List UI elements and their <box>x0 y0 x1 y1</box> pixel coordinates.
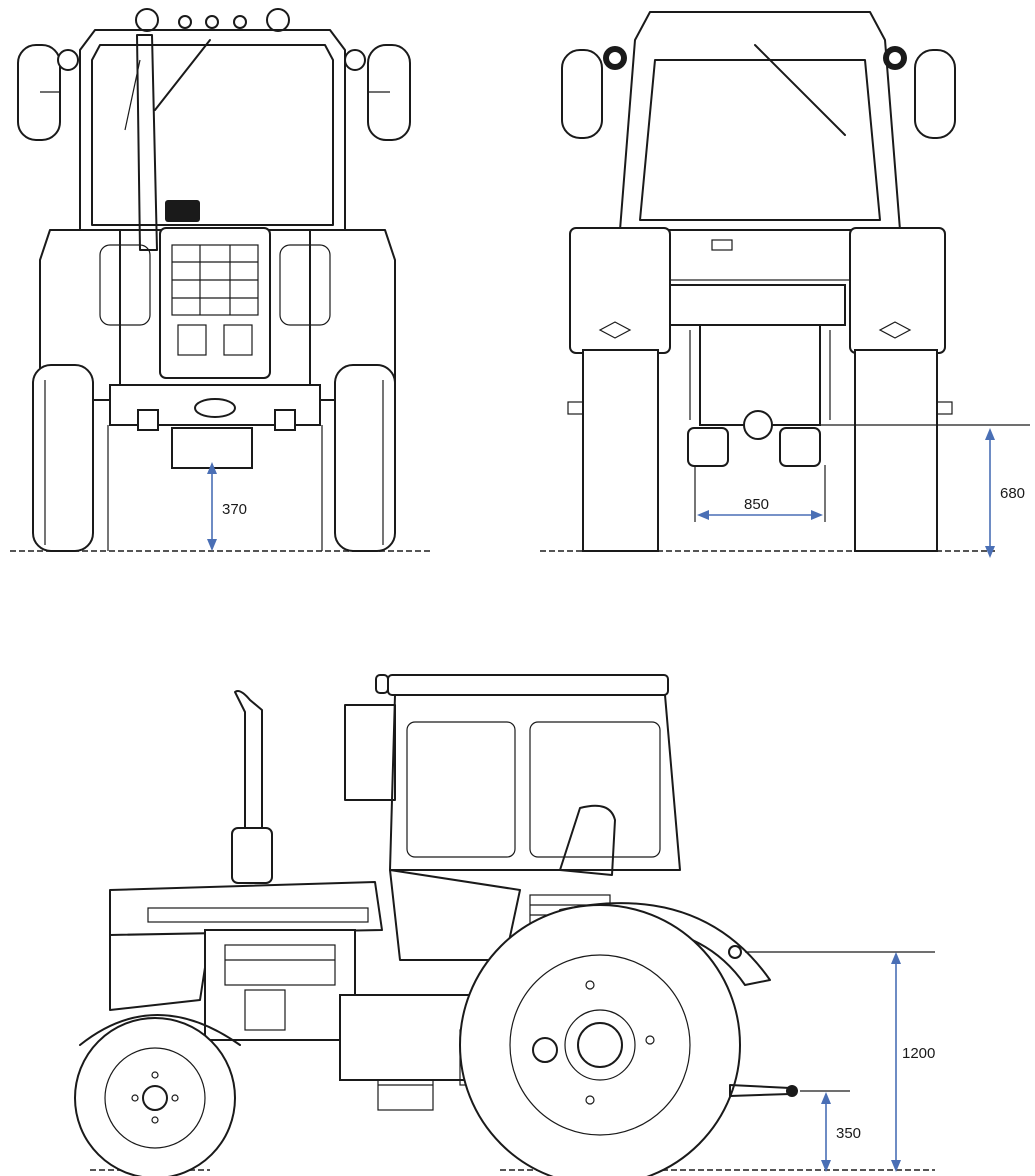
side-view: 1200 350 <box>74 674 935 1176</box>
rear-hitch-width-label: 850 <box>744 496 769 513</box>
rear-view: 850 680 <box>540 11 1030 558</box>
rear-hitch-height-label: 680 <box>1000 485 1025 502</box>
front-view: 370 <box>10 8 430 552</box>
front-clearance-label: 370 <box>222 501 247 518</box>
side-low-height-label: 350 <box>836 1125 861 1142</box>
side-hitch-height-label: 1200 <box>902 1045 935 1062</box>
